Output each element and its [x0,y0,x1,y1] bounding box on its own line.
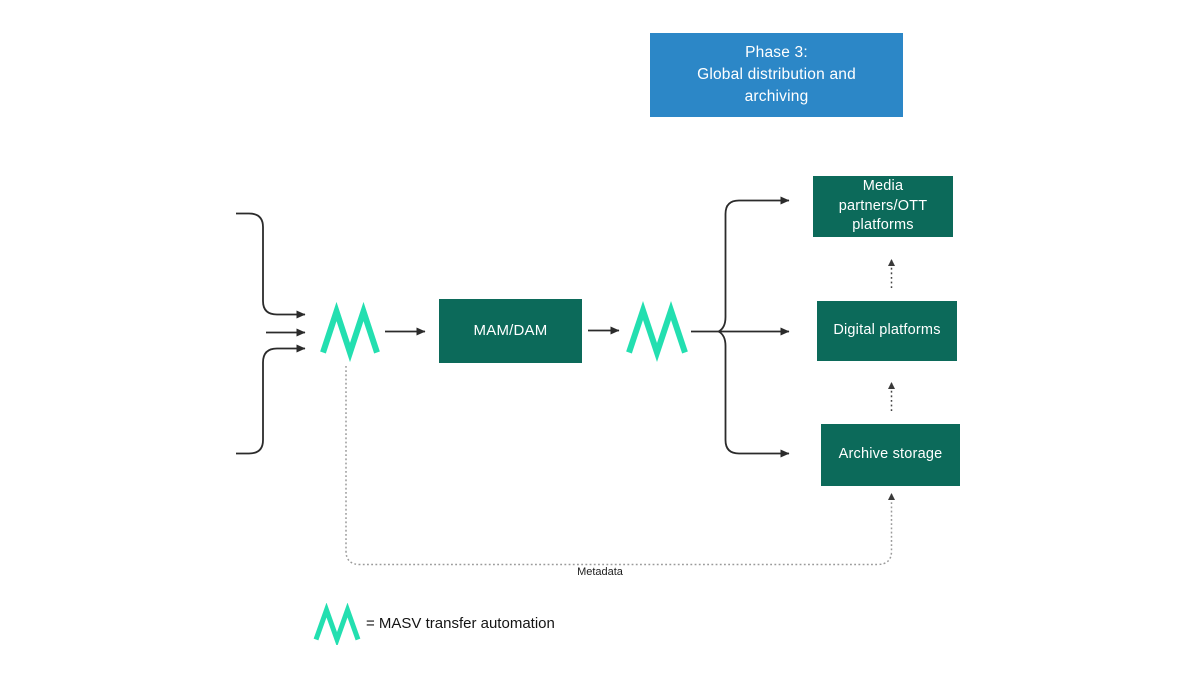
node-label-line: platforms [852,217,914,234]
legend-label: = MASV transfer automation [366,615,555,632]
node-media-partners: Media partners/OTT platforms [813,176,953,237]
masv-logo-icon [320,301,380,363]
node-label: Digital platforms [833,322,941,339]
branch-arrow-media-partners [718,196,790,333]
node-archive-storage: Archive storage [821,424,960,486]
phase-banner-line: Phase 3: [745,44,808,61]
node-digital-platforms: Digital platforms [817,301,957,361]
branch-arrow-archive-storage [718,330,790,458]
node-label-line: partners/OTT [838,197,928,214]
metadata-label: Metadata [577,566,623,578]
node-label-line: Media [862,178,904,195]
node-mam-dam: MAM/DAM [439,299,582,363]
masv-logo-icon [626,301,688,362]
masv-logo-icon [313,603,361,645]
node-label: MAM/DAM [473,321,548,339]
ingest-arrow-bottom [236,344,306,455]
phase-banner: Phase 3: Global distribution and archivi… [650,33,903,117]
metadata-dotted-line [345,366,895,566]
phase-banner-line: Global distribution and [697,66,856,83]
phase-banner-line: archiving [744,88,809,105]
node-label: Archive storage [838,446,943,463]
ingest-arrow-top [236,212,306,319]
